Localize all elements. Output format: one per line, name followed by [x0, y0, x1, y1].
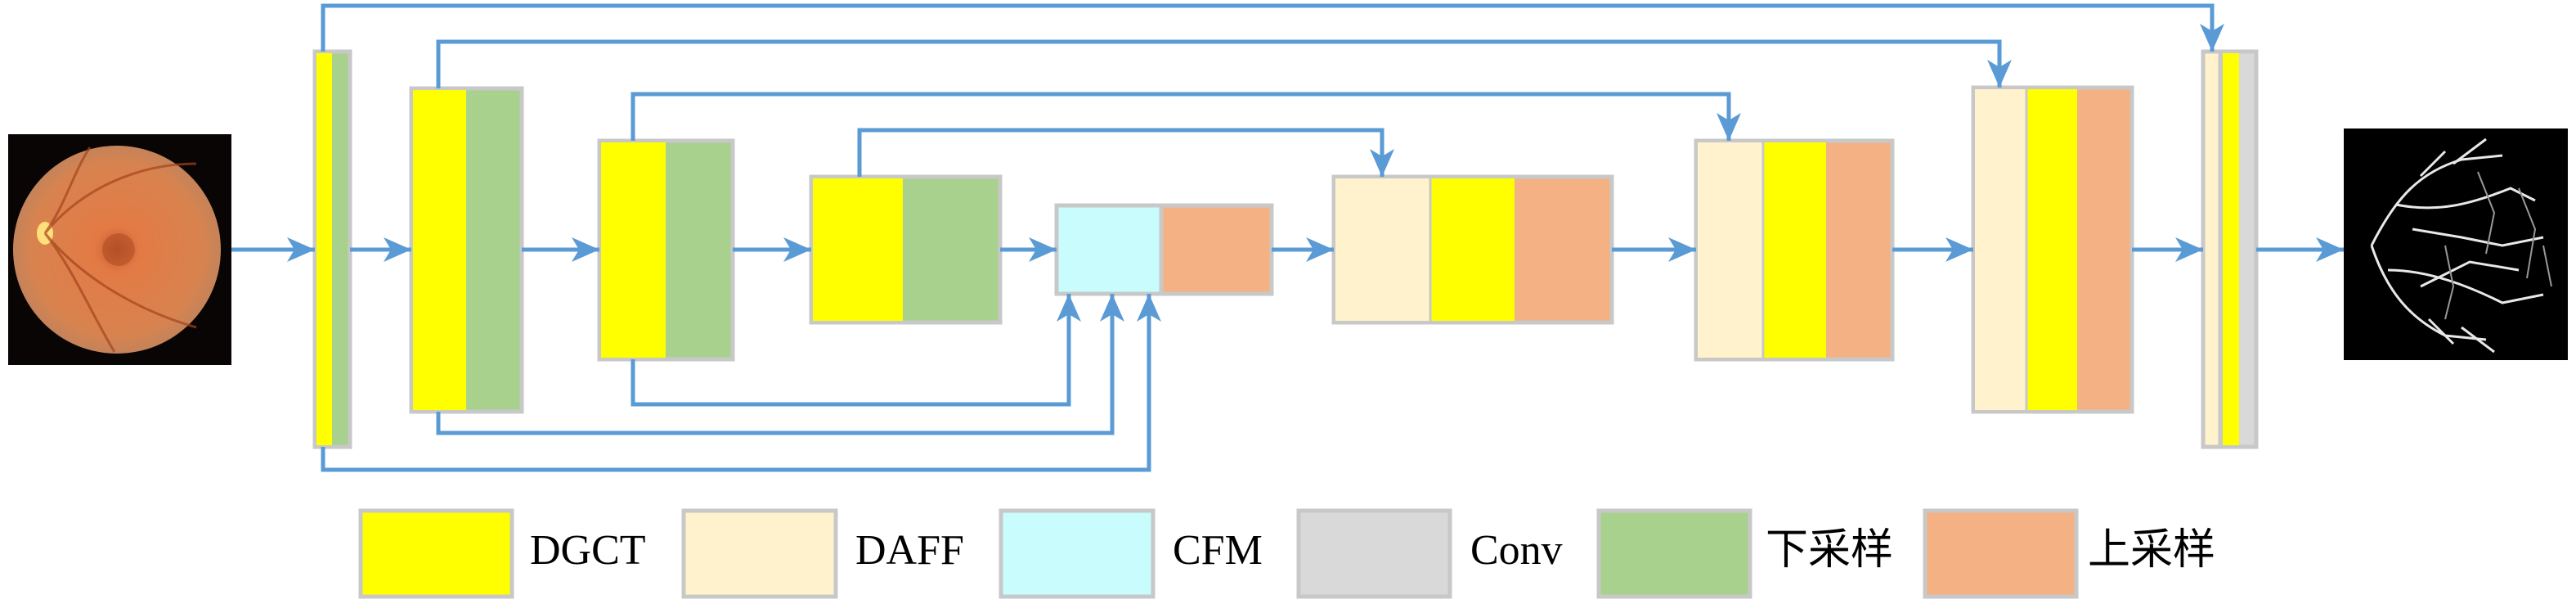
- encoder-block-3: [597, 138, 735, 362]
- decoder-block-2: [1694, 138, 1895, 362]
- legend-label: 上采样: [2088, 527, 2215, 574]
- legend-swatch: [1923, 508, 2079, 599]
- legend-label: Conv: [1470, 527, 1563, 574]
- encoder-block-1: [312, 49, 352, 449]
- cfm-input-arrow-2: [436, 294, 1124, 435]
- legend-item-dgct: DGCT: [358, 508, 646, 599]
- encoder-block-4: [809, 174, 1003, 325]
- legend: DGCT DAFF CFM Conv 下采样 上采样: [358, 508, 2215, 599]
- legend-swatch: [999, 508, 1156, 599]
- cfm-bottleneck-block: [1054, 203, 1274, 296]
- legend-item-upsample: 上采样: [1923, 508, 2215, 599]
- input-fundus-image: [8, 134, 231, 365]
- legend-label: DGCT: [530, 527, 646, 574]
- legend-item-daff: DAFF: [681, 508, 964, 599]
- decoder-block-1: [1331, 174, 1614, 325]
- skip-arrow-1: [321, 3, 2224, 52]
- skip-arrow-2: [436, 39, 2012, 88]
- skip-connections: [321, 3, 2224, 472]
- legend-swatch: [1596, 508, 1752, 599]
- output-vessel-map: [2344, 128, 2568, 360]
- legend-label: DAFF: [855, 527, 964, 574]
- legend-swatch: [1296, 508, 1452, 599]
- output-head-block: [2201, 49, 2259, 449]
- legend-item-cfm: CFM: [999, 508, 1263, 599]
- legend-label: CFM: [1173, 527, 1263, 574]
- cfm-input-arrow-1: [631, 294, 1081, 407]
- legend-label: 下采样: [1766, 527, 1893, 574]
- cfm-input-arrow-3: [321, 294, 1161, 472]
- encoder-block-2: [409, 86, 524, 414]
- skip-arrow-4: [857, 128, 1394, 177]
- decoder-block-3: [1971, 85, 2134, 414]
- legend-item-downsample: 下采样: [1596, 508, 1893, 599]
- legend-swatch: [358, 508, 514, 599]
- legend-swatch: [681, 508, 838, 599]
- legend-item-conv: Conv: [1296, 508, 1563, 599]
- skip-arrow-3: [631, 92, 1741, 141]
